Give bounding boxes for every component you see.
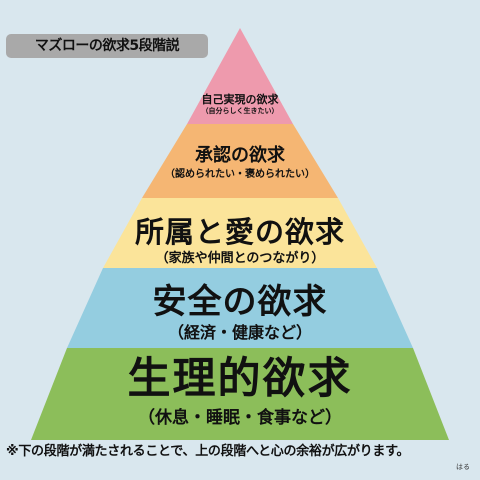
level-4-text: 承認の欲求 （認められたい・褒められたい）	[0, 144, 480, 182]
level-4-label: 承認の欲求	[195, 145, 285, 166]
signature: はる	[456, 463, 470, 471]
level-5-sub: （自分らしく生きたい）	[201, 107, 279, 115]
level-2-text: 安全の欲求 （経済・健康など）	[0, 281, 480, 343]
level-2-sub: （経済・健康など）	[167, 323, 312, 342]
level-1-label: 生理的欲求	[127, 354, 353, 404]
page-title: マズローの欲求5段階説	[34, 38, 180, 54]
pyramid-level-4	[142, 124, 338, 198]
level-5-text: 自己実現の欲求 （自分らしく生きたい）	[0, 93, 480, 116]
pyramid-level-1	[31, 348, 449, 440]
level-1-text: 生理的欲求 （休息・睡眠・食事など）	[0, 353, 480, 429]
level-1-sub: （休息・睡眠・食事など）	[138, 408, 342, 428]
pyramid-level-3	[103, 198, 377, 268]
footnote: ※下の段階が満たされることで、上の段階へと心の余裕が広がります。	[6, 444, 410, 459]
pyramid-level-2	[67, 268, 413, 348]
level-2-label: 安全の欲求	[152, 282, 328, 322]
level-3-sub: （家族や仲間とのつながり）	[155, 251, 325, 266]
title-badge: マズローの欲求5段階説	[6, 34, 208, 58]
level-3-text: 所属と愛の欲求 （家族や仲間とのつながり）	[0, 214, 480, 268]
level-3-label: 所属と愛の欲求	[134, 215, 345, 249]
pyramid-level-5	[187, 28, 293, 124]
level-5-label: 自己実現の欲求	[201, 93, 279, 106]
level-4-sub: （認められたい・褒められたい）	[165, 169, 315, 180]
